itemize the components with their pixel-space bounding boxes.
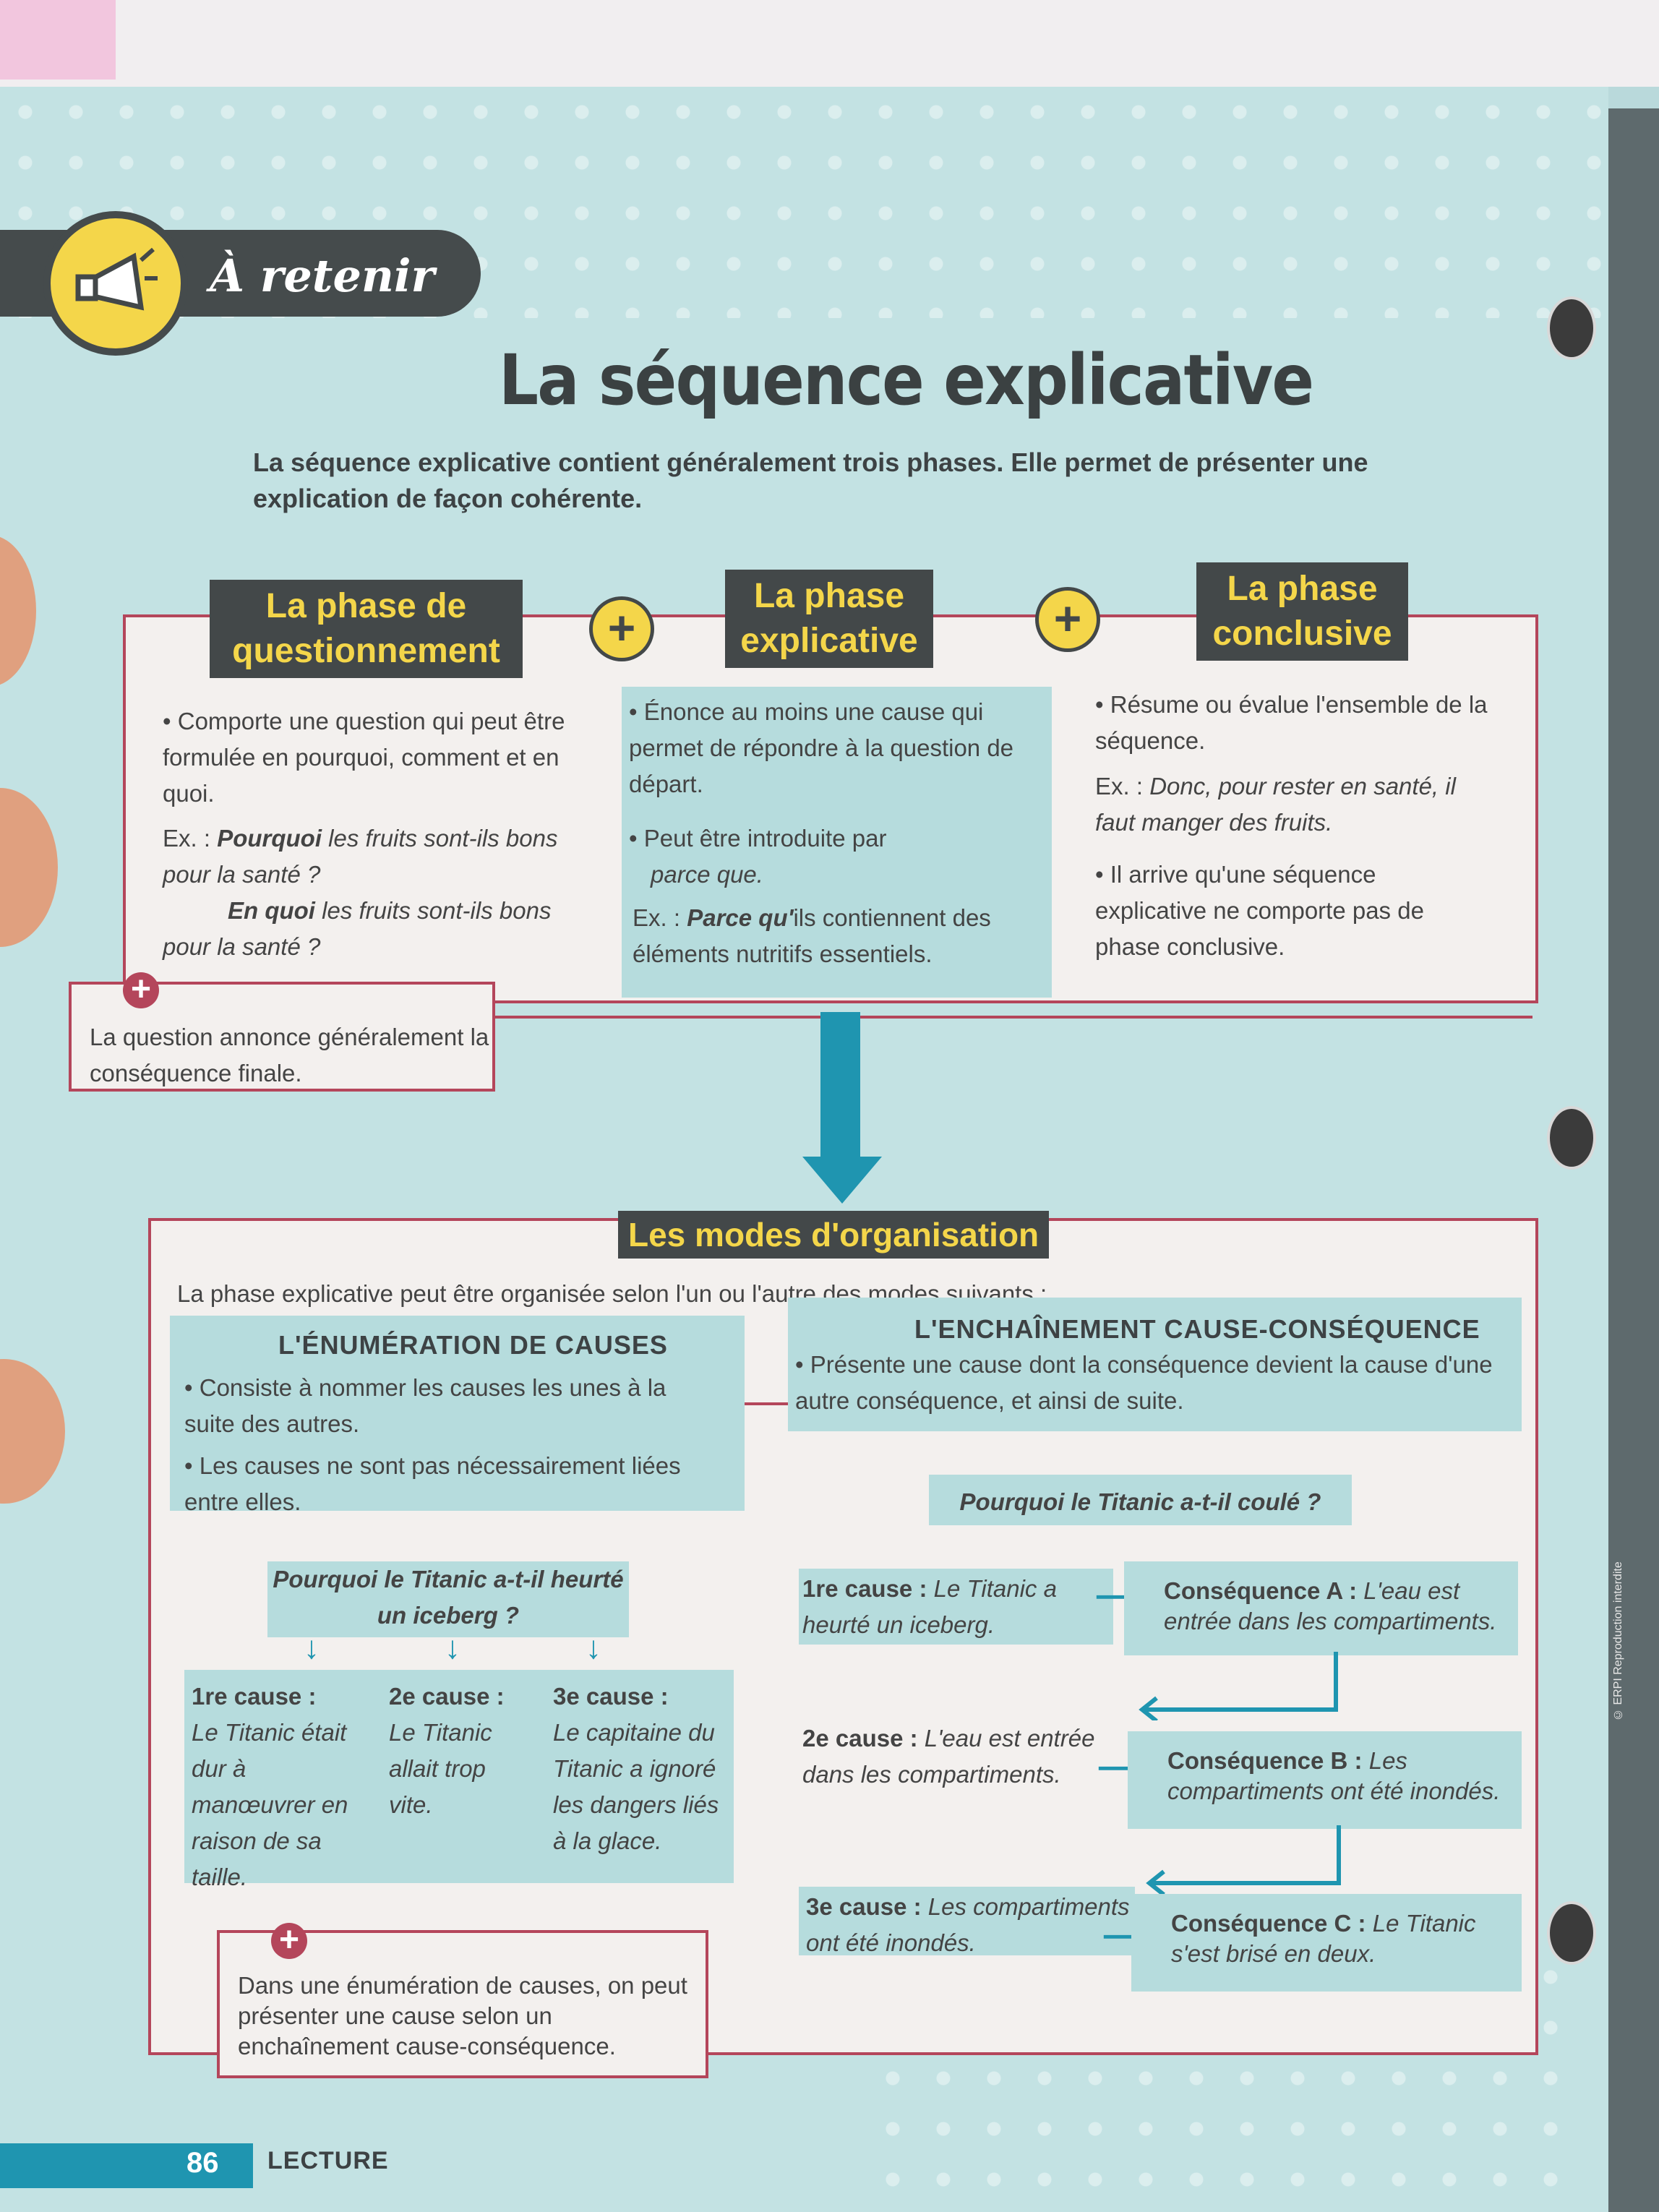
- phase-2-example: Ex. : Parce qu'ils contiennent des éléme…: [633, 904, 991, 967]
- chain-cause-1: 1re cause : Le Titanic a heurté un icebe…: [802, 1575, 1057, 1638]
- chain-cons-panel: [1131, 1894, 1522, 1992]
- megaphone-icon: [75, 247, 158, 311]
- connector-line: [745, 1402, 788, 1405]
- plus-icon: +: [271, 1923, 307, 1959]
- enum-bullet-2: • Les causes ne sont pas nécessairement …: [184, 1452, 681, 1515]
- section-label: LECTURE: [267, 2147, 389, 2174]
- arrow-down-icon: ↓: [586, 1630, 601, 1666]
- phase-2-panel: [622, 687, 1052, 998]
- binder-hole: [1547, 1901, 1596, 1965]
- background-corner: [0, 0, 116, 80]
- chain-cause-panel: [799, 1887, 1135, 1955]
- chain-title: L'ENCHAÎNEMENT CAUSE-CONSÉQUENCE: [914, 1314, 1480, 1344]
- enum-causes-panel: [184, 1670, 734, 1883]
- page-edge: [1608, 108, 1659, 2212]
- chain-bullet: • Présente une cause dont la conséquence…: [795, 1351, 1493, 1414]
- page-number-bar: 86: [0, 2143, 253, 2188]
- modes-heading: Les modes d'organisation: [618, 1211, 1050, 1259]
- badge-circle: [43, 211, 188, 356]
- enum-cause-2: 2e cause :Le Titanic allait trop vite.: [389, 1683, 505, 1818]
- enum-cause-1: 1re cause :Le Titanic était dur à manœuv…: [192, 1683, 348, 1890]
- intro-text: La séquence explicative contient général…: [253, 447, 1368, 513]
- enum-question: Pourquoi le Titanic a-t-il heurté un ice…: [267, 1561, 629, 1637]
- connector-line: [253, 1016, 1532, 1019]
- chain-cause-2: 2e cause : L'eau est entrée dans les com…: [802, 1725, 1095, 1788]
- loop-arrow: [1139, 1652, 1338, 1720]
- enum-title: L'ÉNUMÉRATION DE CAUSES: [278, 1330, 668, 1360]
- chain-consequence-c: Conséquence C : Le Titanic s'est brisé e…: [1171, 1910, 1476, 1967]
- enum-bullet-1: • Consiste à nommer les causes les unes …: [184, 1374, 666, 1437]
- plus-icon: +: [589, 596, 654, 661]
- phase-1-example: Ex. : Pourquoi les fruits sont-ils bons …: [163, 825, 558, 960]
- enum-cause-3: 3e cause :Le capitaine du Titanic a igno…: [553, 1683, 719, 1854]
- page-title: La séquence explicative: [499, 340, 1314, 421]
- chain-cause-3: 3e cause : Les compartiments ont été ino…: [806, 1893, 1130, 1956]
- phase-2-bullet-1: • Énonce au moins une cause qui permet d…: [629, 698, 1014, 797]
- plus-icon: +: [1035, 587, 1100, 652]
- down-arrow-stem: [820, 1012, 860, 1164]
- down-arrow-icon: [802, 1157, 882, 1204]
- phase-1-bullet: • Comporte une question qui peut être fo…: [163, 708, 565, 807]
- chain-cons-panel: [1128, 1731, 1522, 1829]
- phase-3-bullet-2: • Il arrive qu'une séquence explicative …: [1095, 861, 1424, 960]
- chain-question: Pourquoi le Titanic a-t-il coulé ?: [929, 1475, 1352, 1525]
- copyright-side: © ERPI Reproduction interdite: [1612, 1561, 1624, 1720]
- badge-label: À retenir: [210, 249, 435, 302]
- plus-icon: +: [123, 972, 159, 1008]
- binder-hole: [1547, 1106, 1596, 1170]
- background-strip: [0, 0, 1659, 87]
- chain-consequence-b: Conséquence B : Les compartiments ont ét…: [1167, 1747, 1501, 1804]
- loop-arrow: [1146, 1825, 1341, 1894]
- phase-3-bullet-1: • Résume ou évalue l'ensemble de la séqu…: [1095, 691, 1488, 754]
- page-number: 86: [187, 2147, 219, 2179]
- arrow-down-icon: ↓: [304, 1630, 320, 1666]
- phase-3-example: Ex. : Donc, pour rester en santé, il fau…: [1095, 773, 1456, 836]
- chain-cons-panel: [1124, 1561, 1518, 1655]
- chain-panel: [788, 1298, 1522, 1431]
- binder-hole: [1547, 296, 1596, 360]
- chain-cause-panel: [799, 1569, 1113, 1645]
- enum-panel: [170, 1316, 745, 1511]
- arrow-down-icon: ↓: [445, 1630, 460, 1666]
- chain-consequence-a: Conséquence A : L'eau est entrée dans le…: [1164, 1577, 1497, 1634]
